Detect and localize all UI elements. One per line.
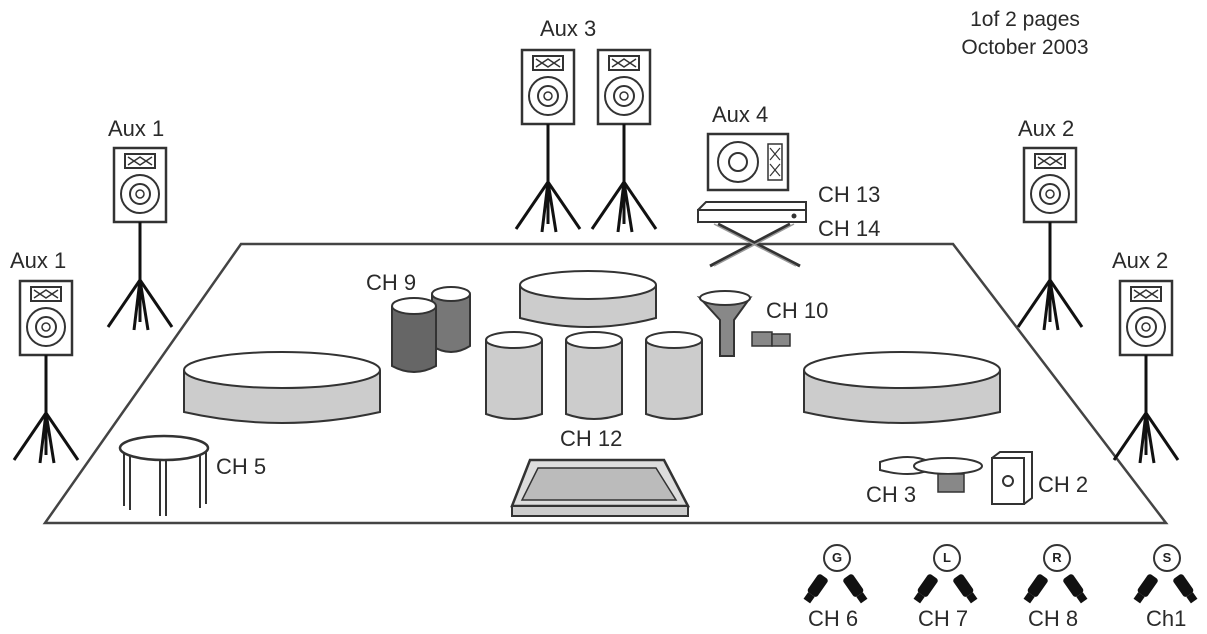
page-date: October 2003 xyxy=(961,36,1089,59)
bass-pans xyxy=(485,331,703,420)
ch5-label: CH 5 xyxy=(216,454,267,479)
ch9-label: CH 9 xyxy=(366,270,417,295)
center-back-steel-pan xyxy=(519,270,657,328)
stage-outline xyxy=(42,242,1169,525)
aux2-back-label: Aux 2 xyxy=(1018,116,1075,141)
mic-letter-l: L xyxy=(933,544,961,572)
mic-channel-l: CH 7 xyxy=(918,606,969,631)
mic-letter-g: G xyxy=(823,544,851,572)
aux2-front-label: Aux 2 xyxy=(1112,248,1169,273)
aux3-label: Aux 3 xyxy=(540,16,597,41)
aux2-back-speaker xyxy=(1016,146,1084,332)
ch9-congas xyxy=(391,286,471,373)
aux3-speakers xyxy=(514,48,658,234)
left-steel-pan xyxy=(183,351,381,424)
mic-channel-s: Ch1 xyxy=(1146,606,1187,631)
aux1-front-label: Aux 1 xyxy=(10,248,67,273)
mic-channel-g: CH 6 xyxy=(808,606,859,631)
ch13-label: CH 13 xyxy=(818,182,881,207)
ch14-label: CH 14 xyxy=(818,216,881,241)
ch12-tray xyxy=(510,458,691,517)
aux4-label: Aux 4 xyxy=(712,102,769,127)
aux1-back-speaker xyxy=(106,146,174,332)
page-note: 1of 2 pages October 2003 xyxy=(940,6,1110,62)
ch2-label: CH 2 xyxy=(1038,472,1089,497)
ch10-percussion xyxy=(696,290,791,357)
mic-channel-r: CH 8 xyxy=(1028,606,1079,631)
ch3-label: CH 3 xyxy=(866,482,917,507)
ch12-label: CH 12 xyxy=(560,426,623,451)
right-steel-pan xyxy=(803,351,1001,424)
mic-letter-s: S xyxy=(1153,544,1181,572)
ch3-cymbal xyxy=(879,456,983,493)
aux1-front-speaker xyxy=(12,279,80,465)
ch2-amp xyxy=(991,451,1033,505)
ch10-label: CH 10 xyxy=(766,298,829,323)
mic-icons xyxy=(801,573,1200,605)
keyboard-stand xyxy=(697,201,807,268)
aux4-monitor xyxy=(706,132,790,192)
mic-letter-r: R xyxy=(1043,544,1071,572)
aux1-back-label: Aux 1 xyxy=(108,116,165,141)
page-count: 1of 2 pages xyxy=(970,8,1080,31)
ch5-drum xyxy=(118,434,210,516)
aux2-front-speaker xyxy=(1112,279,1180,465)
